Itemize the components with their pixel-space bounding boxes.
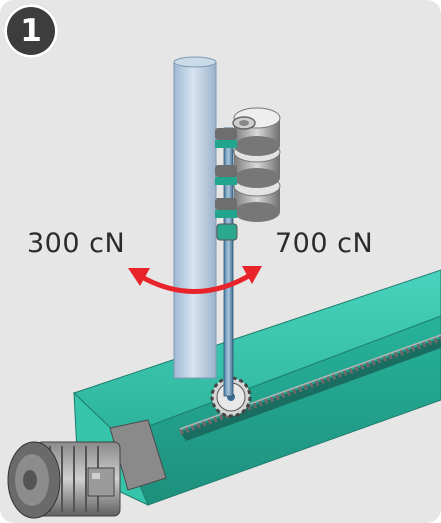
force-label-right: 700 cN xyxy=(275,228,374,259)
step-number: 1 xyxy=(20,13,42,49)
force-label-left: 300 cN xyxy=(27,228,126,259)
curved-double-arrow-icon xyxy=(128,266,262,294)
step-number-badge: 1 xyxy=(4,4,58,58)
electric-motor-icon xyxy=(7,419,167,519)
guide-tube xyxy=(173,56,217,379)
tension-disc-stack-icon xyxy=(215,107,281,241)
